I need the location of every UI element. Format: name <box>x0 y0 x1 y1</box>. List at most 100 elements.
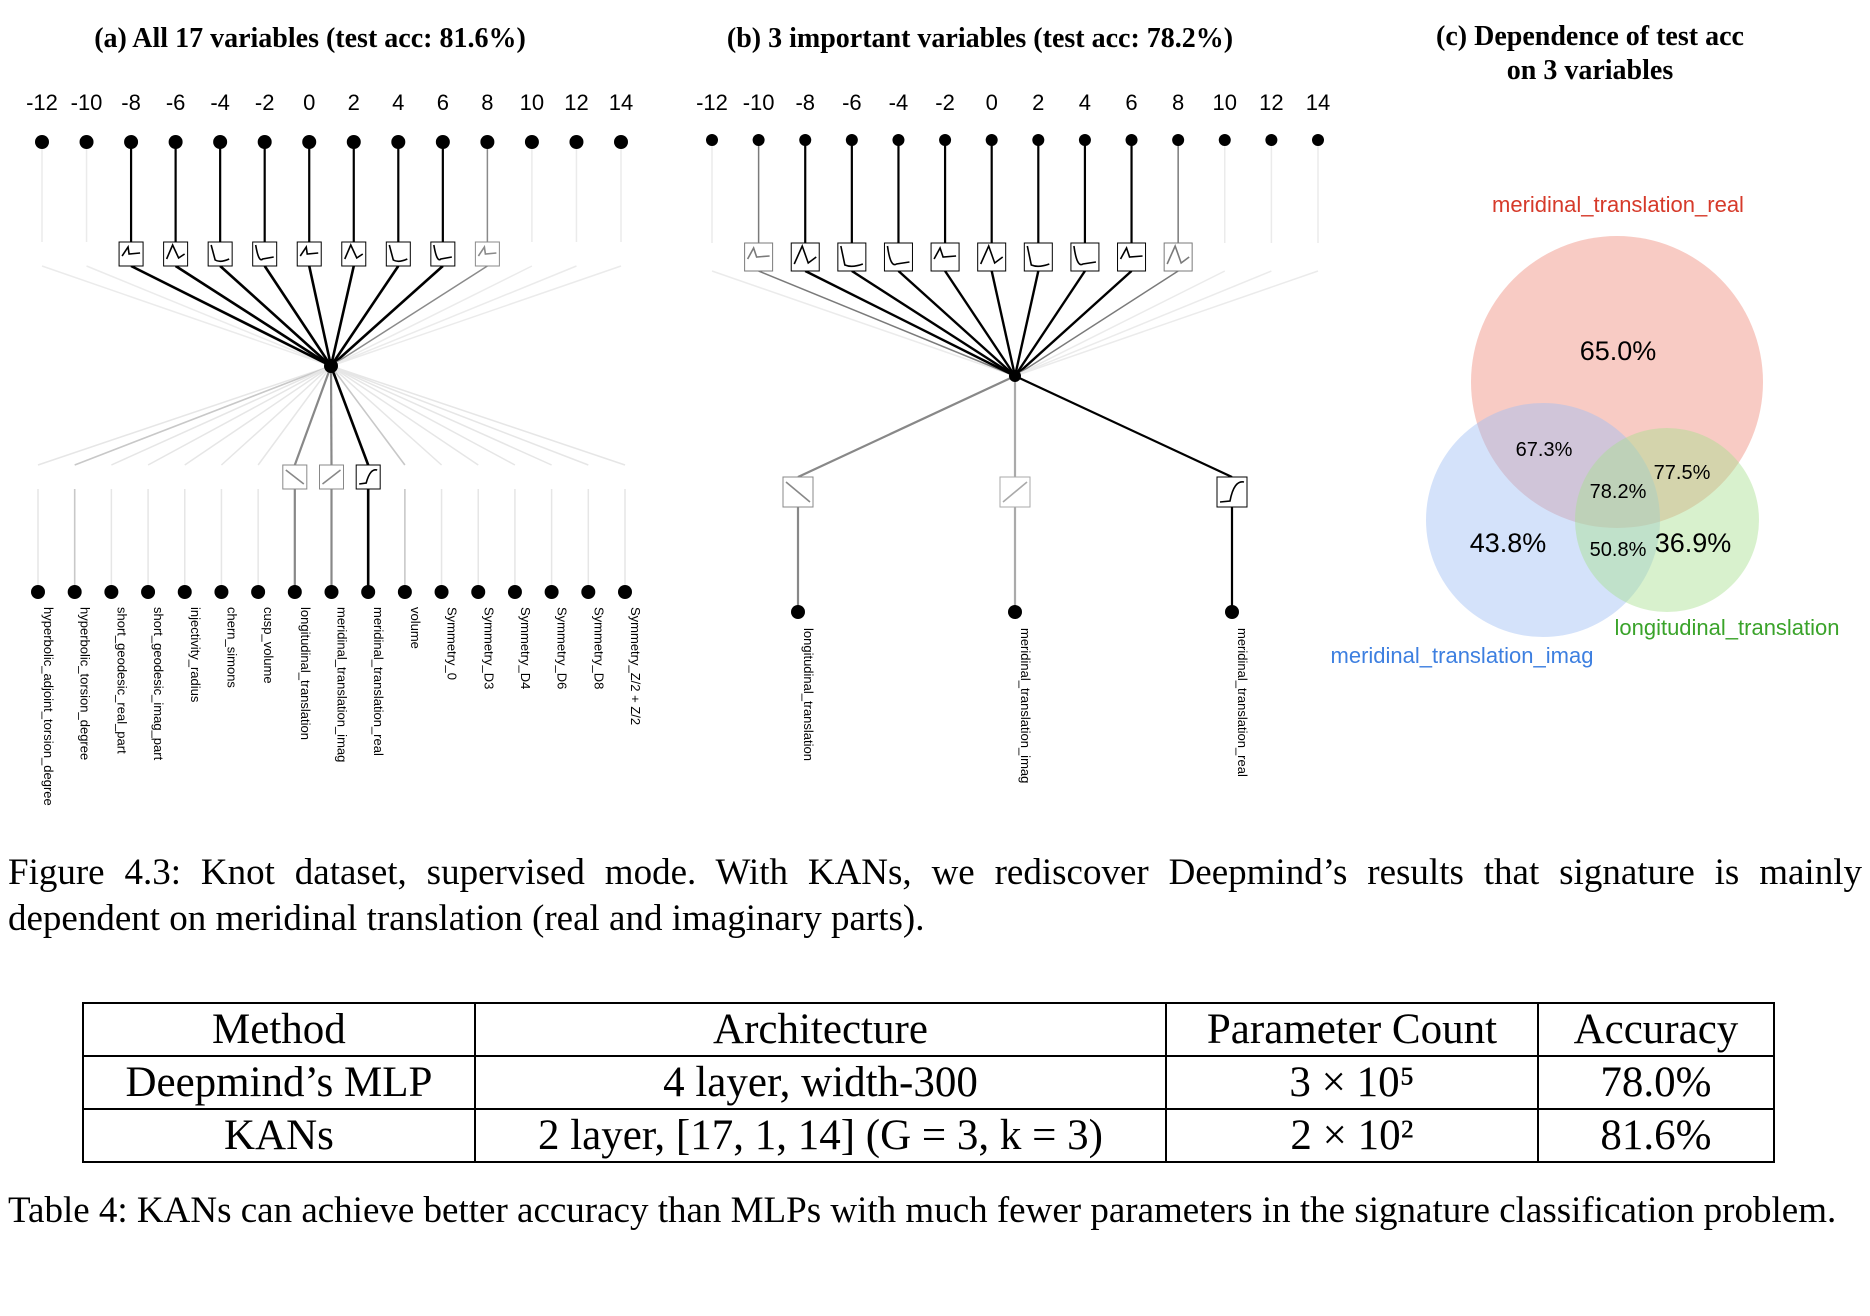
input-node <box>471 585 486 599</box>
output-edge <box>977 140 1017 377</box>
output-node <box>1265 134 1278 146</box>
output-tick-label: 2 <box>348 90 360 115</box>
output-tick-label: -8 <box>795 90 815 115</box>
output-node <box>79 135 94 149</box>
output-node <box>435 135 450 149</box>
cell-architecture: 2 layer, [17, 1, 14] (G = 3, k = 3) <box>473 1108 1168 1163</box>
output-tick-label: 8 <box>481 90 493 115</box>
venn-circle-real <box>1471 236 1763 528</box>
input-node <box>791 605 805 619</box>
output-tick-label: 8 <box>1172 90 1184 115</box>
input-variable-label: meridinal_translation_imag <box>335 607 350 762</box>
input-variable-label: short_geodesic_imag_part <box>151 607 166 761</box>
input-edge <box>282 365 333 592</box>
input-variable-label: Symmetry_D3 <box>481 607 496 689</box>
input-edge <box>220 365 332 592</box>
input-node <box>1225 605 1239 619</box>
input-variable-label: Symmetry_D4 <box>518 607 533 689</box>
input-node <box>618 585 632 599</box>
output-tick-label: -6 <box>166 90 186 115</box>
output-tick-label: -12 <box>26 90 58 115</box>
output-tick-label: 10 <box>520 90 544 115</box>
input-node <box>104 585 119 599</box>
input-node <box>324 585 339 599</box>
input-variable-label: meridinal_translation_imag <box>1018 628 1033 783</box>
output-edge <box>1014 140 1100 377</box>
output-tick-label: 4 <box>1079 90 1091 115</box>
input-variable-label: Symmetry_D8 <box>591 607 606 689</box>
cell-method: Deepmind’s MLP <box>82 1055 476 1110</box>
output-edge <box>252 142 333 367</box>
table-row: KANs 2 layer, [17, 1, 14] (G = 3, k = 3)… <box>82 1108 1776 1163</box>
output-tick-label: 0 <box>303 90 315 115</box>
input-variable-label: hyperbolic_torsion_degree <box>78 607 93 760</box>
output-edge <box>837 140 1016 378</box>
input-edge <box>330 365 553 592</box>
output-node <box>799 134 812 146</box>
output-edge <box>883 140 1016 377</box>
output-edge <box>1014 140 1193 377</box>
output-node <box>1218 134 1231 146</box>
input-node <box>67 585 82 599</box>
cell-architecture: 4 layer, width-300 <box>473 1055 1168 1110</box>
input-edge <box>319 365 344 592</box>
cell-parameter-count: 3 × 10⁵ <box>1165 1055 1539 1110</box>
input-edge <box>147 365 332 592</box>
input-variable-label: cusp_volume <box>261 607 276 684</box>
output-edge <box>1014 140 1147 377</box>
output-edge <box>930 140 1016 377</box>
header-architecture: Architecture <box>473 1002 1168 1057</box>
output-node <box>346 135 361 149</box>
output-tick-label: 10 <box>1213 90 1237 115</box>
output-tick-label: -4 <box>889 90 909 115</box>
input-variable-label: longitudinal_translation <box>298 607 313 740</box>
input-variable-label: meridinal_translation_real <box>1235 628 1250 777</box>
output-node <box>1172 134 1185 146</box>
output-node <box>985 134 998 146</box>
input-variable-label: volume <box>408 607 423 649</box>
output-edge <box>329 142 411 367</box>
input-edge <box>184 365 332 592</box>
input-edge <box>330 365 516 592</box>
input-edge <box>37 365 332 592</box>
output-node <box>480 135 495 149</box>
output-tick-label: -10 <box>743 90 775 115</box>
output-edge <box>207 142 332 367</box>
output-node <box>845 134 858 146</box>
input-edge <box>330 365 479 592</box>
output-tick-label: -2 <box>255 90 275 115</box>
output-node <box>892 134 905 146</box>
input-edge <box>110 365 332 592</box>
venn-circle-imag <box>1426 403 1660 637</box>
input-edge <box>999 376 1031 612</box>
venn-value-long-only: 36.9% <box>1655 528 1732 558</box>
output-tick-label: 14 <box>1306 90 1330 115</box>
output-edge <box>1013 140 1053 377</box>
output-node <box>939 134 952 146</box>
input-variable-label: longitudinal_translation <box>801 628 816 761</box>
output-node <box>1032 134 1045 146</box>
input-variable-label: meridinal_translation_real <box>371 607 386 756</box>
input-node <box>31 585 45 599</box>
table-row: Deepmind’s MLP 4 layer, width-300 3 × 10… <box>82 1055 1776 1110</box>
output-tick-label: -4 <box>210 90 230 115</box>
figure-caption: Figure 4.3: Knot dataset, supervised mod… <box>8 852 1862 939</box>
output-edge <box>329 142 367 367</box>
input-node <box>177 585 192 599</box>
output-edge <box>330 142 578 367</box>
output-tick-label: -6 <box>842 90 862 115</box>
output-edge <box>118 142 332 368</box>
output-tick-label: 14 <box>609 90 633 115</box>
cell-accuracy: 81.6% <box>1536 1108 1776 1163</box>
input-node <box>361 585 376 599</box>
input-node <box>507 585 522 599</box>
input-variable-label: Symmetry_Z/2 + Z/2 <box>628 607 643 725</box>
output-node <box>257 135 272 149</box>
input-edge <box>330 365 406 592</box>
output-edge <box>1014 140 1273 377</box>
hidden-node <box>324 359 338 373</box>
output-edge <box>330 142 500 367</box>
table-caption: Table 4: KANs can achieve better accurac… <box>8 1190 1837 1231</box>
input-node <box>397 585 412 599</box>
input-node <box>581 585 596 599</box>
